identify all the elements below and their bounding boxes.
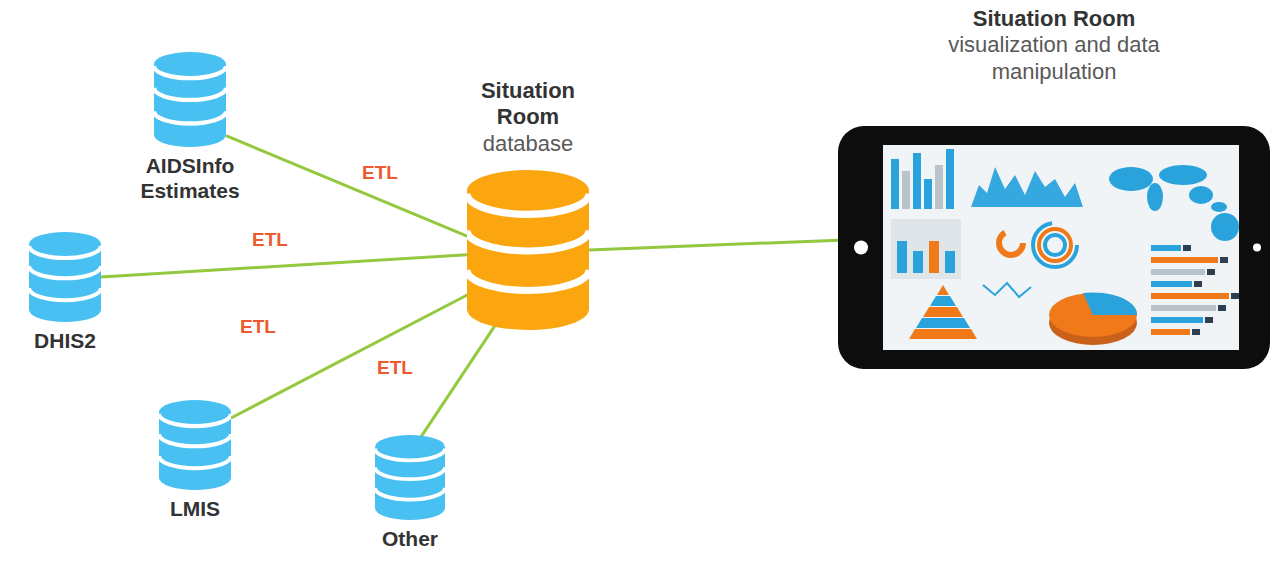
tablet-camera (1253, 244, 1261, 252)
edge-label: ETL (249, 229, 291, 251)
tablet-button (854, 241, 868, 255)
shape-outline (467, 170, 589, 330)
node-text-group: LMIS (142, 400, 248, 521)
cylinder-body (467, 170, 589, 330)
cylinder-body (154, 52, 226, 147)
node-body: visualization and data manipulation (914, 32, 1194, 85)
shape-outline (375, 435, 445, 520)
shape-outline (837, 125, 1271, 370)
edge-label: ETL (237, 316, 279, 338)
node-text-group: Other (357, 435, 463, 551)
etl-connector (589, 240, 839, 250)
tablet-frame (838, 126, 1270, 369)
dashboard-illustration (883, 145, 1239, 350)
cylinder-band (375, 448, 445, 460)
database-node: Situation Roomdatabase (450, 78, 606, 330)
cylinder-band (467, 194, 589, 215)
cylinder-band (29, 266, 101, 278)
cylinder-band (159, 434, 231, 446)
cylinder-body (159, 400, 231, 490)
cylinder-shape (467, 170, 589, 330)
cylinder-band (467, 230, 589, 251)
cylinder-band (29, 288, 101, 300)
etl-connector (226, 136, 469, 238)
cylinder-body (29, 232, 101, 322)
cylinder-band (154, 66, 226, 78)
tablet-node: Situation Roomvisualization and data man… (836, 6, 1272, 370)
tablet-shape (837, 125, 1271, 370)
database-node: Other (355, 435, 465, 551)
etl-connector (101, 255, 467, 277)
cylinder-band (375, 467, 445, 479)
node-text-group: DHIS2 (12, 232, 118, 353)
cylinder-shape (154, 52, 226, 147)
node-heading: Other (357, 526, 463, 551)
cylinder-band (154, 111, 226, 123)
cylinder-shape (29, 232, 101, 322)
node-text-group: AIDSInfo Estimates (125, 52, 255, 203)
cylinder-shape (375, 435, 445, 520)
node-text-group: Situation Roomvisualization and data man… (914, 6, 1194, 85)
shape-outline (154, 52, 226, 147)
database-node: AIDSInfo Estimates (120, 52, 260, 203)
node-heading: DHIS2 (12, 328, 118, 353)
shape-outline (29, 232, 101, 322)
edge-label: ETL (359, 162, 401, 184)
node-heading: Situation Room (914, 6, 1194, 32)
cylinder-band (467, 270, 589, 291)
node-body: database (468, 131, 588, 157)
cylinder-band (159, 414, 231, 426)
cylinder-body (375, 435, 445, 520)
cylinder-band (29, 246, 101, 258)
edge-label: ETL (374, 357, 416, 379)
etl-connector (231, 290, 477, 418)
database-node: LMIS (140, 400, 250, 521)
node-text-group: Situation Roomdatabase (468, 78, 588, 157)
node-heading: LMIS (142, 496, 248, 521)
cylinder-shape (159, 400, 231, 490)
cylinder-band (375, 488, 445, 500)
node-heading: Situation Room (468, 78, 588, 131)
shape-outline (159, 400, 231, 490)
database-node: DHIS2 (10, 232, 120, 353)
cylinder-band (159, 456, 231, 468)
node-heading: AIDSInfo Estimates (125, 153, 255, 203)
cylinder-band (154, 88, 226, 100)
